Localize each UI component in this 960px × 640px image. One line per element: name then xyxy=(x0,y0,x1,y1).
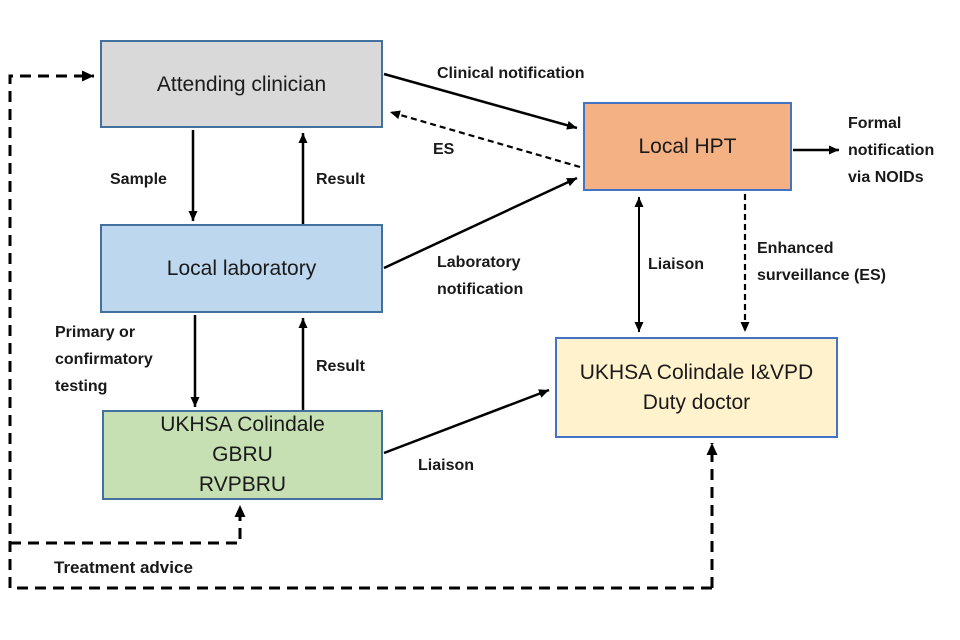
label-enhanced-surveillance: Enhanced surveillance (ES) xyxy=(757,240,886,284)
label-sample: Sample xyxy=(110,171,167,188)
label-es: ES xyxy=(433,141,455,158)
label-liaison-hpt: Liaison xyxy=(648,256,705,273)
label-result-upper: Result xyxy=(316,171,365,188)
node-ukhsa-colindale-gbru-rvpbru: UKHSA Colindale GBRU RVPBRU xyxy=(102,410,383,500)
label-formal-notification-noids: Formal notification via NOIDs xyxy=(848,115,935,186)
node-local-laboratory: Local laboratory xyxy=(100,224,383,313)
label-primary-confirmatory-testing: Primary or confirmatory testing xyxy=(55,324,153,395)
node-local-hpt: Local HPT xyxy=(583,102,792,191)
arrow-es-hpt-clinician xyxy=(389,110,581,169)
label-result-lower: Result xyxy=(316,358,365,375)
arrow-treatment-to-clinician xyxy=(8,70,712,590)
arrow-clinical-notification xyxy=(383,72,578,130)
label-treatment-advice: Treatment advice xyxy=(54,558,193,577)
label-clinical-notification: Clinical notification xyxy=(437,65,585,82)
arrow-liaison-gbru-duty xyxy=(383,388,550,455)
node-ukhsa-ivpd-duty-doctor: UKHSA Colindale I&VPD Duty doctor xyxy=(555,337,838,438)
node-attending-clinician: Attending clinician xyxy=(100,40,383,128)
arrow-laboratory-notification xyxy=(383,176,578,270)
label-liaison-gbru: Liaison xyxy=(418,457,475,474)
arrow-treatment-to-gbru xyxy=(10,505,246,545)
label-laboratory-notification: Laboratory notification xyxy=(437,254,524,298)
